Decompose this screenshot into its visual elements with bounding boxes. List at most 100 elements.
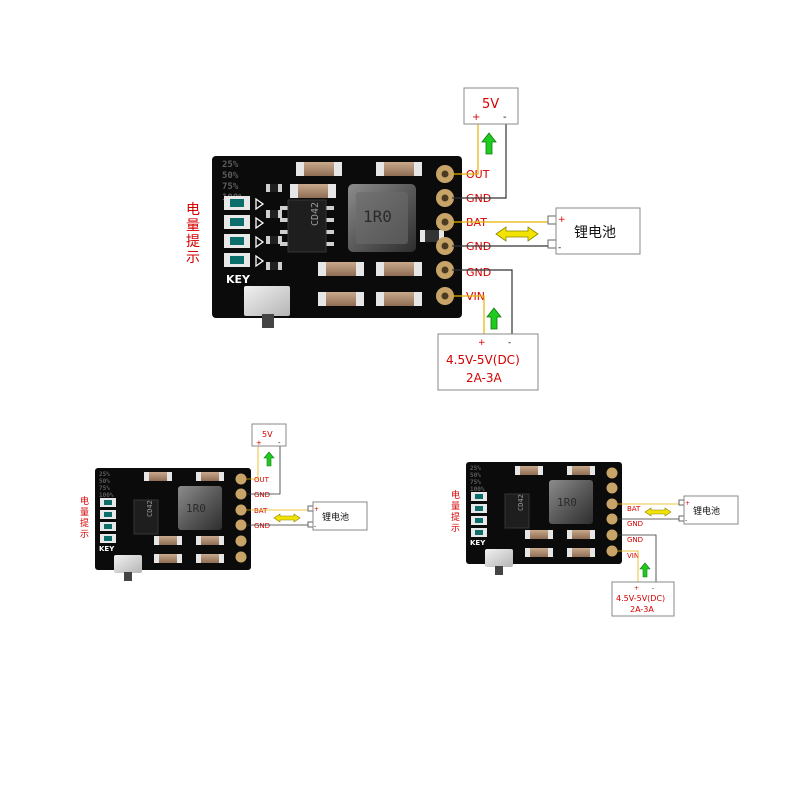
battery-label: 锂电池 xyxy=(574,225,616,241)
side-char-2: 量 xyxy=(186,218,200,234)
battery-arrow xyxy=(273,513,301,523)
chip-label: CD42 xyxy=(310,202,321,226)
input-line-1: 4.5V-5V(DC) xyxy=(616,594,665,603)
battery-arrow xyxy=(644,507,672,517)
led-label-75: 75% xyxy=(99,485,110,492)
wires xyxy=(617,503,679,582)
input-arrow xyxy=(486,307,502,330)
inductor: 1R0 xyxy=(178,486,222,530)
side-char-1: 电 xyxy=(451,489,460,501)
power-indicator-label: 电 量 提 示 xyxy=(186,202,200,266)
key-label: KEY xyxy=(99,545,115,553)
led-column xyxy=(224,196,265,268)
inductor-label: 1R0 xyxy=(557,496,577,509)
side-char-2: 量 xyxy=(451,501,460,512)
led-label-50: 50% xyxy=(222,171,239,181)
input-arrow xyxy=(639,562,651,578)
inductor-label: 1R0 xyxy=(363,207,392,226)
led-label-75: 75% xyxy=(222,182,239,192)
battery-minus: - xyxy=(314,523,316,530)
capacitor-group xyxy=(515,466,595,557)
battery-plus: + xyxy=(558,215,566,225)
pin-label-bat: BAT xyxy=(254,507,268,515)
side-char-4: 示 xyxy=(451,524,460,534)
module-board: 25% 50% 75% 100% CD42 1R0 xyxy=(95,468,251,581)
pin-label-gnd-3: GND xyxy=(466,266,491,279)
wires xyxy=(452,124,550,334)
output-label: 5V xyxy=(262,430,273,439)
power-button[interactable] xyxy=(485,549,513,575)
led-label-50: 50% xyxy=(470,472,481,479)
side-char-4: 示 xyxy=(186,250,200,266)
input-minus: - xyxy=(508,338,511,348)
pin-label-gnd-1: GND xyxy=(254,491,270,499)
led-label-100: 100% xyxy=(99,492,114,499)
pin-pads xyxy=(235,473,247,563)
charge-ic: CD42 xyxy=(133,499,159,535)
pin-label-gnd-2: GND xyxy=(254,522,270,530)
key-label: KEY xyxy=(470,539,486,547)
side-char-1: 电 xyxy=(186,202,200,218)
battery-label: 锂电池 xyxy=(322,511,349,523)
input-box: + - 4.5V-5V(DC) 2A-3A xyxy=(437,333,539,391)
battery-label: 锂电池 xyxy=(693,505,720,517)
key-label: KEY xyxy=(226,273,251,286)
led-label-100: 100% xyxy=(470,486,485,493)
power-indicator-label: 电 量 提 示 xyxy=(451,489,460,534)
side-char-2: 量 xyxy=(80,507,89,518)
side-char-3: 提 xyxy=(186,234,200,250)
output-box: 5V + - xyxy=(251,423,287,447)
battery-minus: - xyxy=(558,243,561,253)
input-box: + - 4.5V-5V(DC) 2A-3A xyxy=(611,581,675,617)
led-label-25: 25% xyxy=(99,471,110,478)
side-char-3: 提 xyxy=(451,512,460,523)
input-line-1: 4.5V-5V(DC) xyxy=(446,353,520,367)
inductor-label: 1R0 xyxy=(186,502,206,515)
battery-box: 锂电池 + - xyxy=(307,501,368,531)
battery-plus: + xyxy=(685,500,690,507)
led-label-50: 50% xyxy=(99,478,110,485)
output-arrow xyxy=(481,132,497,155)
capacitor-group xyxy=(144,472,224,563)
led-column xyxy=(471,492,487,537)
diagram-battery-input: 25% 50% 75% 100% CD42 1R0 xyxy=(451,462,739,617)
pin-label-vin: VIN xyxy=(627,552,639,560)
led-column xyxy=(100,498,116,543)
led-label-75: 75% xyxy=(470,479,481,486)
charge-ic: CD42 xyxy=(280,199,334,253)
input-line-2: 2A-3A xyxy=(630,605,654,614)
battery-box: 锂电池 + - xyxy=(678,495,739,525)
diagram-output-battery: 25% 50% 75% 100% CD42 1R0 xyxy=(80,423,368,581)
charge-ic: CD42 xyxy=(504,493,530,529)
diagram-full: 25% 50% 75% 100% xyxy=(186,87,641,391)
led-label-25: 25% xyxy=(470,465,481,472)
output-plus: + xyxy=(472,112,480,123)
output-minus: - xyxy=(503,112,507,123)
power-button[interactable] xyxy=(114,555,142,581)
output-arrow xyxy=(263,451,275,467)
input-minus: - xyxy=(652,585,654,592)
wires xyxy=(246,446,308,526)
side-char-1: 电 xyxy=(80,495,89,507)
side-char-4: 示 xyxy=(80,530,89,540)
battery-plus: + xyxy=(314,506,319,513)
pin-label-gnd-1: GND xyxy=(627,520,643,528)
power-button[interactable] xyxy=(244,286,290,328)
inductor: 1R0 xyxy=(348,184,416,252)
input-plus: + xyxy=(634,585,639,592)
pin-label-out: OUT xyxy=(254,476,270,484)
pin-label-gnd-2: GND xyxy=(627,536,643,544)
capacitor-group xyxy=(290,162,444,306)
input-plus: + xyxy=(478,338,486,348)
inductor: 1R0 xyxy=(549,480,593,524)
pin-pads xyxy=(436,165,454,305)
chip-label: CD42 xyxy=(146,500,154,517)
side-char-3: 提 xyxy=(80,518,89,529)
output-minus: - xyxy=(278,439,281,447)
output-plus: + xyxy=(256,439,262,447)
output-label: 5V xyxy=(482,97,499,112)
chip-label: CD42 xyxy=(517,494,525,511)
module-board: 25% 50% 75% 100% xyxy=(212,156,462,328)
module-board: 25% 50% 75% 100% CD42 1R0 xyxy=(466,462,622,575)
